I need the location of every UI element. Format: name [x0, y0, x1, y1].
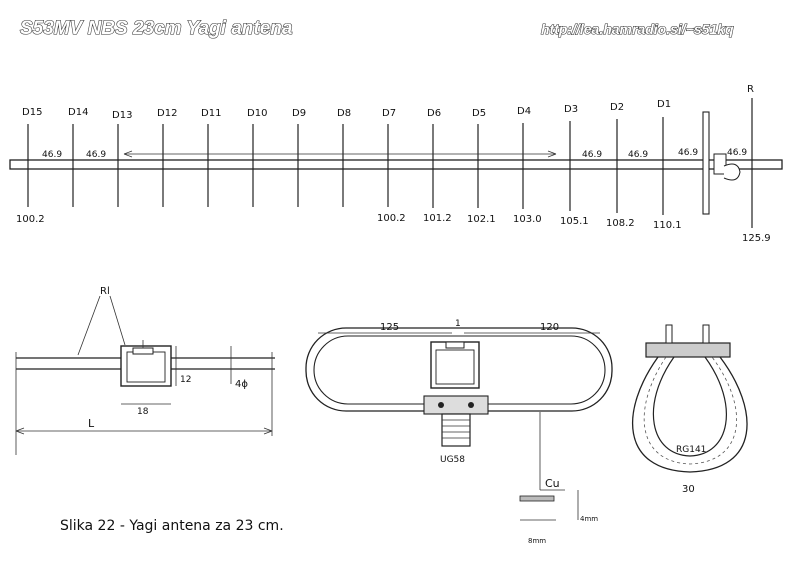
- length-d6: 101.2: [423, 213, 452, 224]
- length-d4: 103.0: [513, 214, 542, 225]
- mount-screw: [132, 347, 154, 355]
- mount-detail: Rl 12 18 4ϕ L: [15, 286, 275, 455]
- source-url: http://lea.hamradio.si/~s51kq: [541, 21, 734, 37]
- dim-4mm: 4mm: [580, 515, 598, 523]
- dim-1: 1: [455, 319, 461, 329]
- feed-connector: [723, 163, 741, 181]
- spacing-3: 46.9: [582, 150, 602, 160]
- label-d15: D15: [22, 107, 42, 118]
- caption: Slika 22 - Yagi antena za 23 cm.: [60, 518, 284, 534]
- length-d5: 102.1: [467, 214, 496, 225]
- connector-label: UG58: [440, 455, 465, 465]
- drawing-title: S53MV NBS 23cm Yagi antena: [20, 18, 293, 39]
- length-labels: 100.2 100.2 101.2 102.1 103.0 105.1 108.…: [16, 213, 771, 244]
- element-labels: D15 D14 D13 D12 D11 D10 D9 D8 D7 D6 D5 D…: [22, 84, 754, 121]
- label-d13: D13: [112, 110, 132, 121]
- length-reflector: 125.9: [742, 233, 771, 244]
- cu-label: Cu: [545, 477, 560, 490]
- label-d12: D12: [157, 108, 177, 119]
- spacing-6: 46.9: [727, 148, 747, 158]
- dim-30: 30: [682, 484, 695, 495]
- boom: [9, 159, 783, 170]
- cable-label: RG141: [676, 445, 706, 455]
- label-d14: D14: [68, 107, 88, 118]
- balun-block: [645, 342, 731, 358]
- driven-dipole: [702, 111, 710, 215]
- spacing-2: 46.9: [86, 150, 106, 160]
- dipole-bracket: [713, 153, 727, 175]
- balun-loop-outer: [631, 356, 748, 473]
- label-d9: D9: [292, 108, 306, 119]
- label-d11: D11: [201, 108, 221, 119]
- dim-18: 18: [137, 407, 149, 417]
- ug58-connector: [441, 413, 471, 447]
- directors: [27, 117, 664, 215]
- label-d6: D6: [427, 108, 441, 119]
- label-d4: D4: [517, 106, 531, 117]
- length-d7: 100.2: [377, 213, 406, 224]
- label-d1: D1: [657, 99, 671, 110]
- label-d10: D10: [247, 108, 267, 119]
- spacing-1: 46.9: [42, 150, 62, 160]
- spacing-5: 46.9: [678, 148, 698, 158]
- dim-8mm: 8mm: [528, 537, 546, 545]
- label-d5: D5: [472, 108, 486, 119]
- cu-strip: [519, 495, 555, 502]
- dipole-detail: 125 1 120 UG58 Cu 4mm 8mm: [305, 319, 613, 545]
- label-d3: D3: [564, 104, 578, 115]
- length-d3: 105.1: [560, 216, 589, 227]
- length-d1: 110.1: [653, 220, 682, 231]
- label-rl: Rl: [100, 286, 110, 297]
- label-d2: D2: [610, 102, 624, 113]
- dim-phi: 4ϕ: [235, 379, 248, 390]
- length-d2: 108.2: [606, 218, 635, 229]
- label-reflector: R: [747, 84, 754, 95]
- feed-block: [423, 395, 489, 415]
- dipole-clamp: [430, 341, 480, 389]
- dim-12: 12: [180, 375, 191, 385]
- balun-loop-inner: [652, 356, 727, 457]
- balun-detail: RG141 30: [631, 324, 748, 495]
- boom-arrow: [123, 150, 557, 158]
- dim-125: 125: [380, 322, 399, 333]
- dim-120: 120: [540, 322, 559, 333]
- length-d15: 100.2: [16, 214, 45, 225]
- spacing-4: 46.9: [628, 150, 648, 160]
- spacing-labels: 46.9 46.9 46.9 46.9 46.9 46.9: [42, 148, 747, 160]
- dim-l: L: [88, 417, 95, 430]
- label-d8: D8: [337, 108, 351, 119]
- label-d7: D7: [382, 108, 396, 119]
